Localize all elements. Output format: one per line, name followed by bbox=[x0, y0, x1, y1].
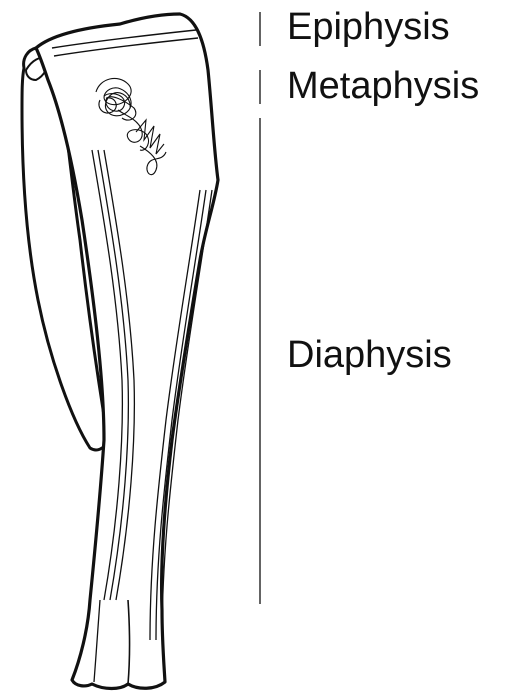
metaphysis-label: Metaphysis bbox=[287, 67, 479, 105]
diaphysis-label: Diaphysis bbox=[287, 336, 452, 374]
epiphysis-label: Epiphysis bbox=[287, 8, 450, 46]
